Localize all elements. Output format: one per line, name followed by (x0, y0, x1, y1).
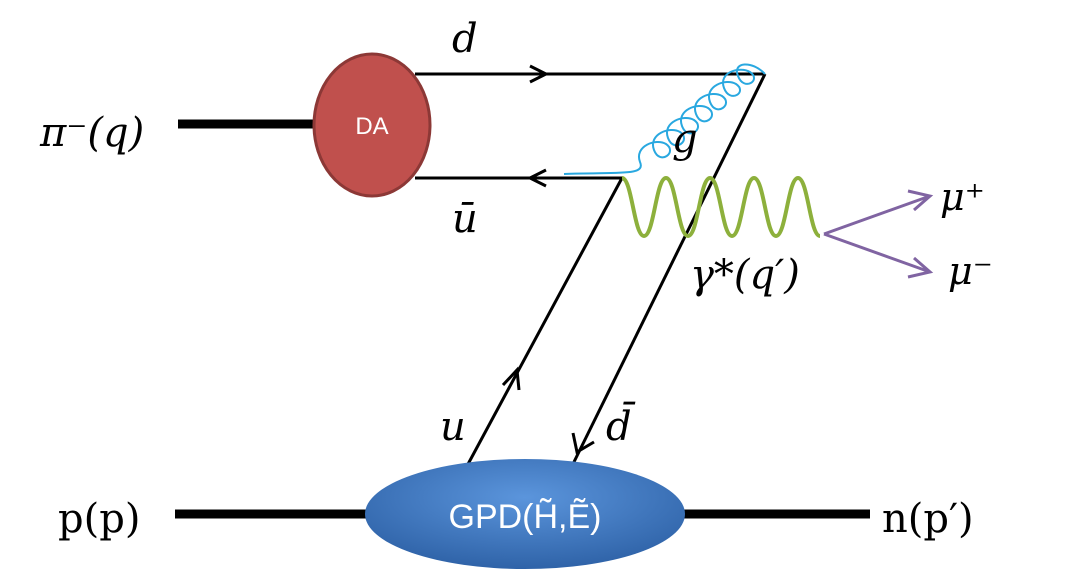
u-quark-label: u (440, 404, 466, 450)
photon-label: γ*(q′) (690, 252, 800, 298)
mu-minus-arrow (907, 256, 934, 279)
pion-label: π⁻(q) (39, 110, 144, 156)
d-bar-line (570, 73, 767, 467)
d-bar-label: d̄ (606, 401, 636, 450)
proton-label: p(p) (58, 496, 140, 542)
gpd-blob (365, 459, 685, 569)
mu-minus-label: μ⁻ (948, 249, 993, 293)
u-bar-arrow (526, 168, 547, 188)
mu-plus-label: μ⁺ (940, 175, 985, 219)
mu-plus-line (823, 194, 931, 236)
u-bar-label: ū (452, 196, 478, 242)
da-blob (312, 52, 432, 198)
d-quark-label: d (452, 16, 478, 62)
d-quark-arrow (529, 64, 550, 84)
da-label: DA (355, 113, 388, 140)
u-quark-arrow (501, 366, 521, 391)
mu-plus-arrow (907, 189, 934, 212)
mu-minus-line (823, 232, 931, 274)
d-bar-arrow (571, 432, 595, 455)
gluon-line (563, 63, 766, 175)
photon-line (620, 175, 822, 239)
u-quark-line (465, 177, 624, 467)
gluon-label: g (672, 116, 698, 162)
neutron-label: n(p′) (882, 496, 974, 542)
gpd-label: GPD(H̃,Ẽ) (449, 497, 602, 536)
